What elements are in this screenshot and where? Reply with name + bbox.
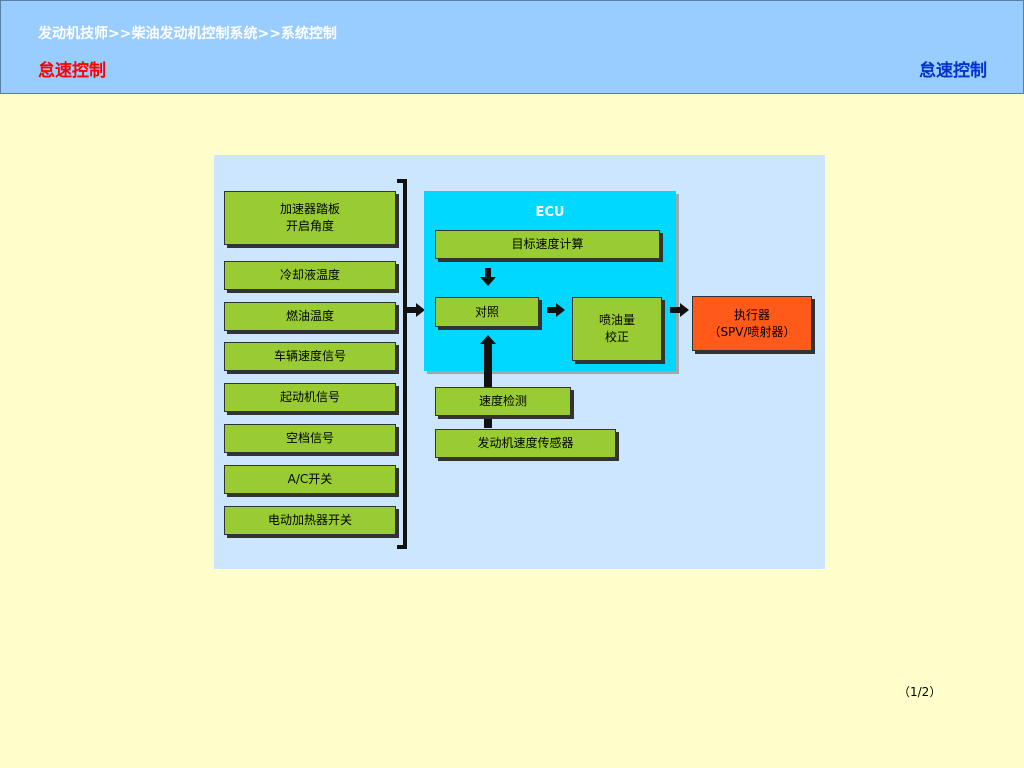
- input-electric-heater: 电动加热器开关: [224, 506, 396, 535]
- actuator-block: 执行器 （SPV/喷射器）: [692, 296, 812, 351]
- input-accelerator-pedal: 加速器踏板 开启角度: [224, 191, 396, 245]
- input-neutral-signal: 空档信号: [224, 424, 396, 453]
- breadcrumb: 发动机技师>>柴油发动机控制系统>>系统控制: [38, 26, 337, 42]
- input-ac-switch: A/C开关: [224, 465, 396, 494]
- compare-block: 对照: [435, 297, 539, 327]
- ecu-label: ECU: [535, 205, 565, 220]
- injection-correction: 喷油量 校正: [572, 297, 662, 361]
- speed-detection: 速度检测: [435, 387, 571, 416]
- input-starter-signal: 起动机信号: [224, 383, 396, 412]
- input-bracket: [397, 179, 407, 549]
- idle-control-diagram: 加速器踏板 开启角度 冷却液温度 燃油温度 车辆速度信号 起动机信号 空档信号 …: [214, 155, 825, 569]
- page-title-left: 怠速控制: [38, 61, 106, 81]
- target-speed-calc: 目标速度计算: [435, 230, 660, 259]
- engine-speed-sensor: 发动机速度传感器: [435, 429, 616, 458]
- input-vehicle-speed: 车辆速度信号: [224, 342, 396, 371]
- input-coolant-temp: 冷却液温度: [224, 261, 396, 290]
- header-bar: 发动机技师>>柴油发动机控制系统>>系统控制 怠速控制 怠速控制: [0, 0, 1024, 94]
- page-title-right: 怠速控制: [919, 61, 987, 81]
- input-fuel-temp: 燃油温度: [224, 302, 396, 331]
- page-number: （1/2）: [898, 685, 942, 699]
